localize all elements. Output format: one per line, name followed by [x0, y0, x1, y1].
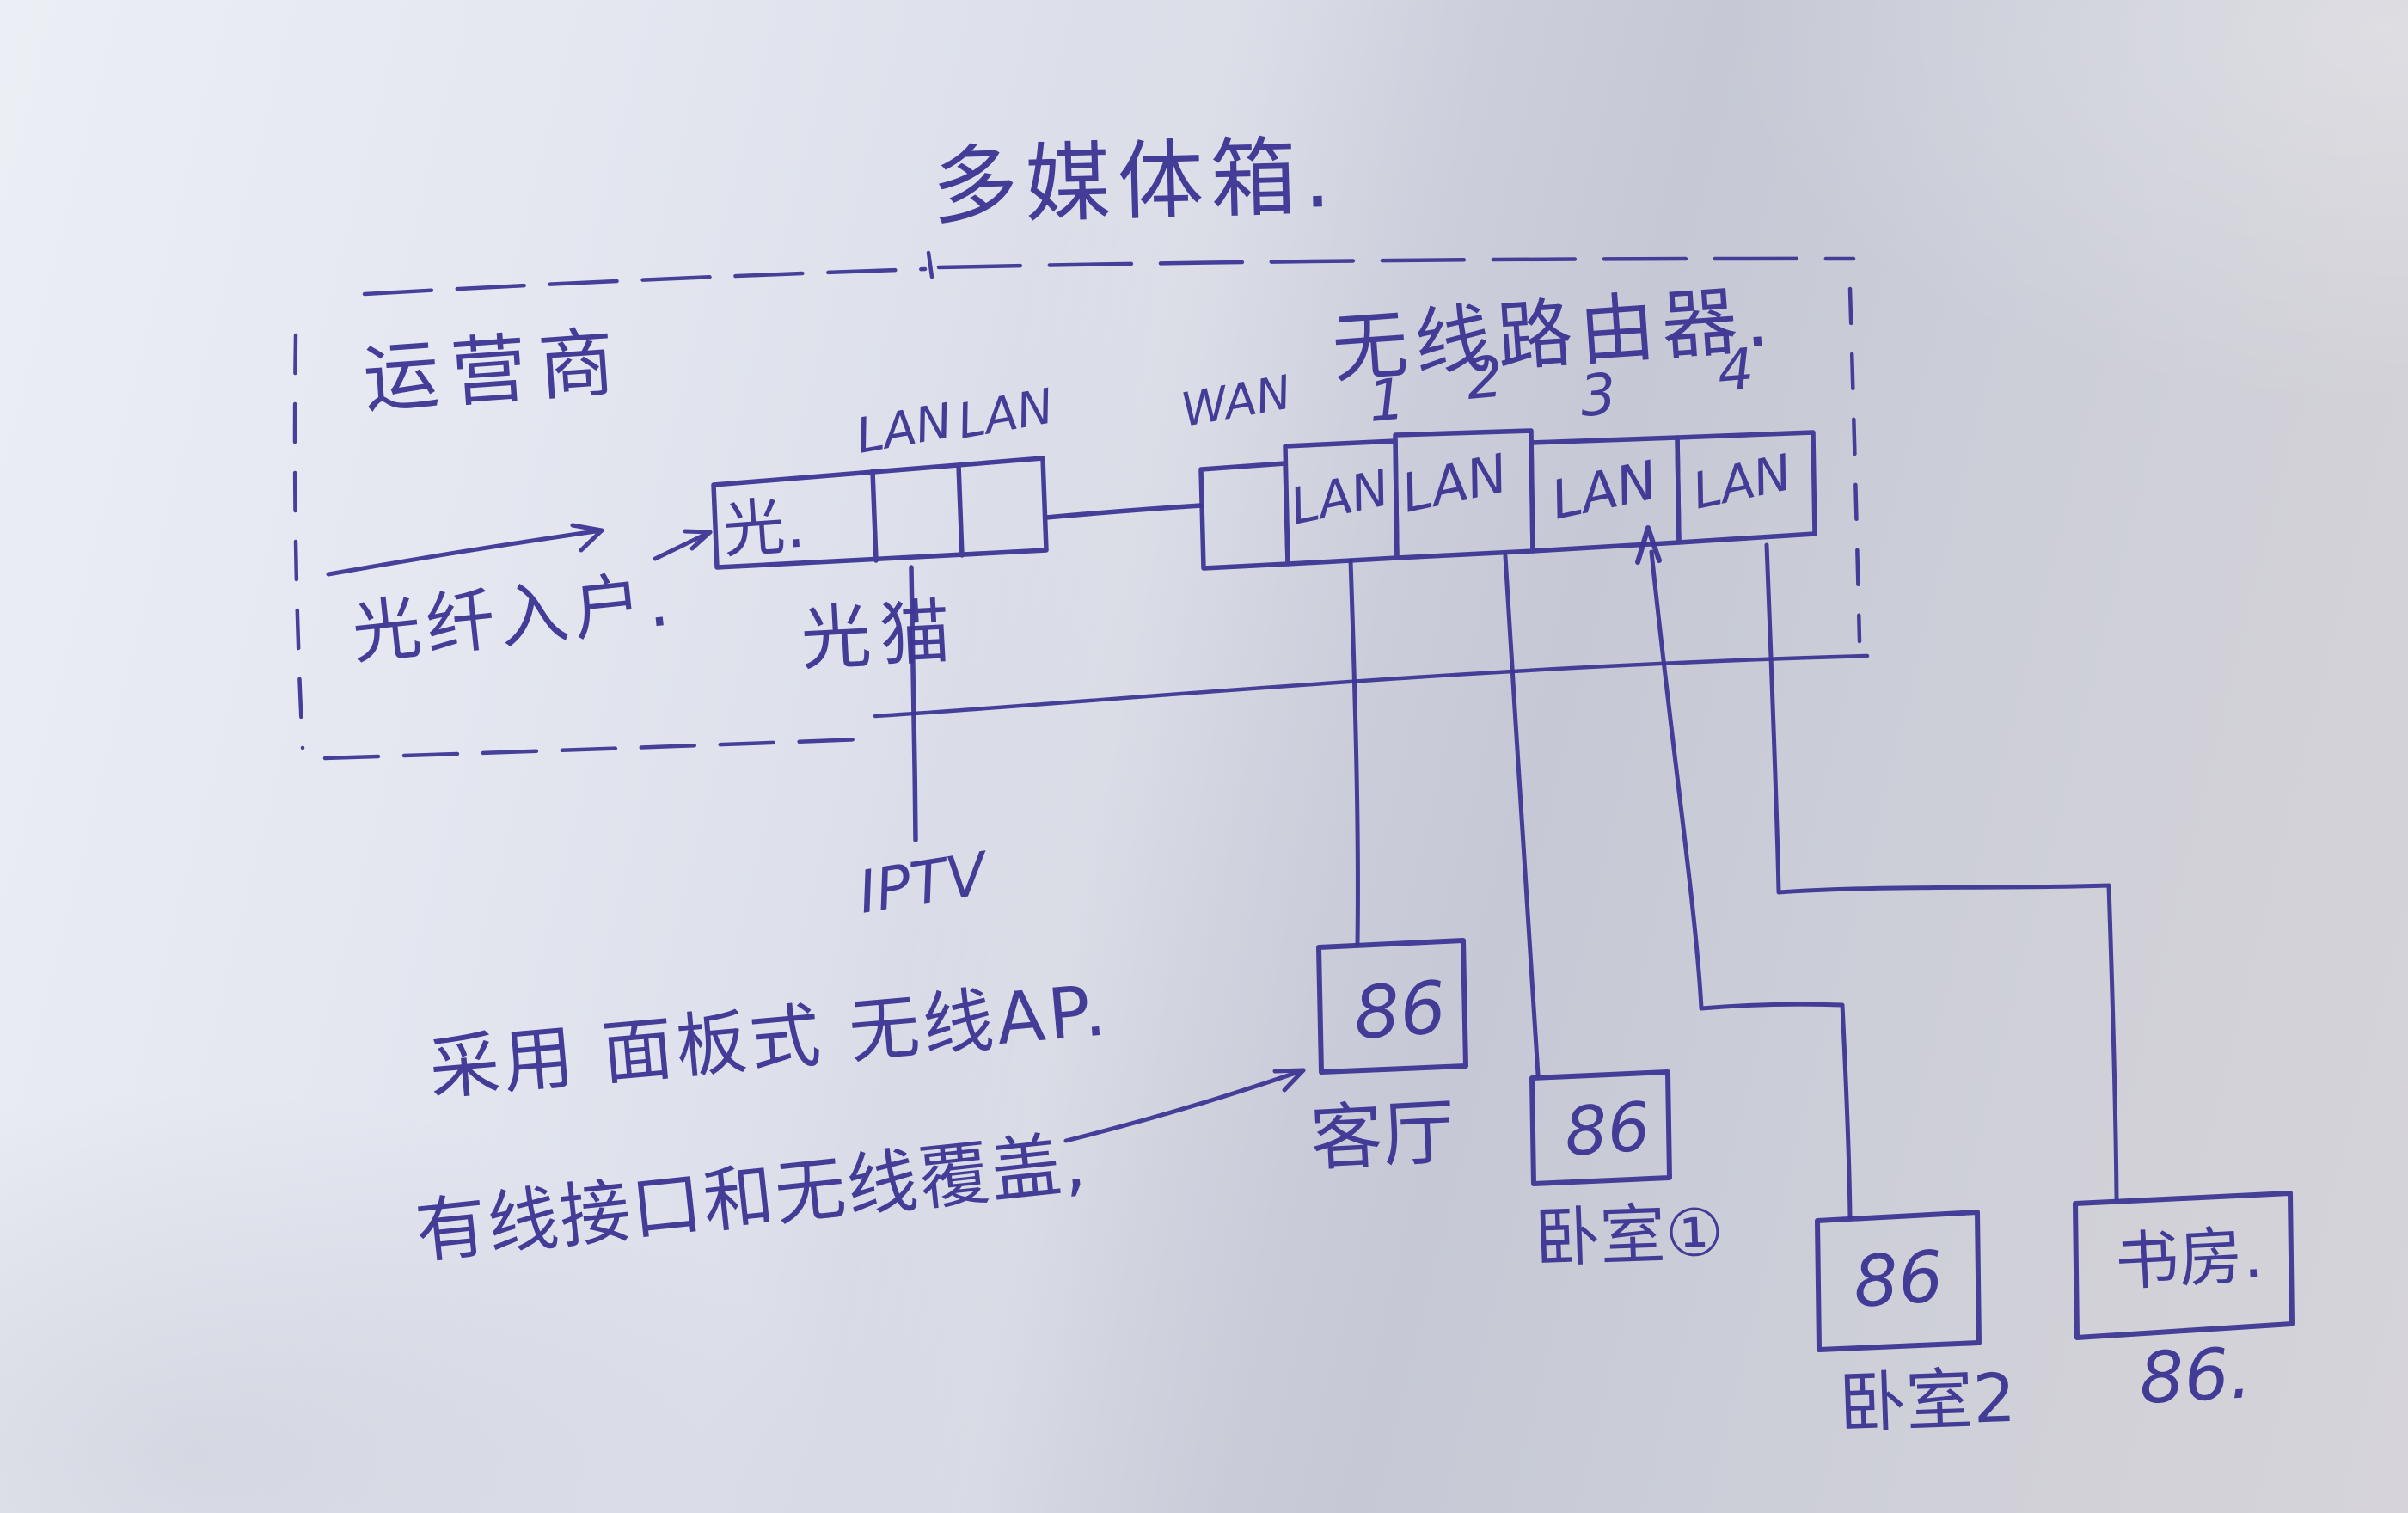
ap-caption-bedroom2: 卧室2: [1838, 1360, 2018, 1443]
cable-port1-living-room: [1348, 558, 1360, 946]
port-number-3: 3: [1578, 361, 1620, 430]
modem-lan-label-2: LAN: [953, 378, 1057, 450]
fiber-arrow-head: [570, 523, 604, 553]
modem-outline: [711, 456, 1049, 570]
router-lan-port-box-4: [1675, 430, 1817, 545]
ap-caption-bedroom1: 卧室①: [1534, 1193, 1725, 1277]
note-arrow-shaft: [1063, 1068, 1306, 1143]
port-number-1: 1: [1366, 366, 1408, 435]
fiber-arrow: [326, 523, 713, 577]
modem-to-router-cable: [1044, 503, 1204, 520]
iptv-cable: [909, 565, 918, 842]
ap-number-living-room: 86: [1351, 965, 1449, 1056]
ap-number-bedroom1: 86: [1562, 1088, 1652, 1172]
modem-name-label: 光猫: [799, 591, 961, 681]
ap-number-study: 86.: [2137, 1332, 2253, 1420]
cable-port2-bedroom1: [1503, 554, 1541, 1077]
modem-port-divider-1: [870, 469, 879, 563]
router-wan-port-box: [1198, 461, 1290, 571]
iptv-label: IPTV: [854, 840, 995, 928]
fiber-arrow-shaft: [326, 528, 604, 577]
modem-inner-label: 光.: [720, 489, 807, 567]
port-number-2: 2: [1464, 344, 1506, 413]
port-number-4: 4: [1715, 336, 1757, 405]
router-lan-label-4: LAN: [1688, 443, 1797, 521]
ap-number-bedroom2: 86: [1851, 1236, 1946, 1324]
router-lan-label-3: LAN: [1546, 449, 1663, 532]
diagram-title: 多媒体箱.: [931, 126, 1339, 237]
ap-caption-living-room: 客厅: [1308, 1089, 1457, 1181]
enclosure-left-border: [292, 333, 305, 750]
dashed-enclosure: [292, 250, 1870, 761]
isp-label: 运营商: [360, 317, 628, 424]
router-lan-label-2: LAN: [1396, 442, 1513, 525]
ap-box-study: [2073, 1191, 2295, 1340]
enclosure-top-notch: [926, 250, 934, 279]
note-line-2: 有线接口和无线覆盖,: [412, 1122, 1091, 1273]
fiber-arrow2-head: [683, 529, 713, 551]
enclosure-bottom-border-right: [873, 653, 1870, 719]
cable-port4-study: [1764, 542, 2119, 1201]
note-arrow-head: [1272, 1068, 1306, 1093]
router-lan-label-1: LAN: [1285, 458, 1394, 536]
ap-label-study: 书房.: [2113, 1218, 2264, 1300]
up-arrow-into-port3: [1635, 525, 1662, 565]
ap-box-bedroom2: [1815, 1210, 1982, 1352]
fiber-arrow2-shaft: [653, 530, 713, 561]
modem-port-divider-2: [956, 462, 965, 558]
enclosure-top-border-left: [362, 266, 928, 297]
enclosure-top-border-right: [936, 256, 1856, 270]
note-line-1: 采用 面板式 无线AP.: [426, 970, 1112, 1111]
ap-box-bedroom1: [1529, 1069, 1672, 1186]
ap-box-living-room: [1316, 938, 1468, 1075]
drop-cables: [1348, 525, 2119, 1220]
cable-port3-bedroom2: [1649, 549, 1853, 1220]
modem-lan-label-1: LAN: [852, 393, 956, 464]
enclosure-right-border: [1847, 286, 1862, 644]
router-box: [1198, 428, 1817, 571]
wan-label: WAN: [1177, 365, 1295, 438]
fiber-label: 光纤入户.: [348, 560, 677, 674]
ap-boxes: [1063, 938, 2295, 1352]
enclosure-bottom-border-left: [322, 737, 864, 761]
modem-box: [711, 456, 1204, 842]
